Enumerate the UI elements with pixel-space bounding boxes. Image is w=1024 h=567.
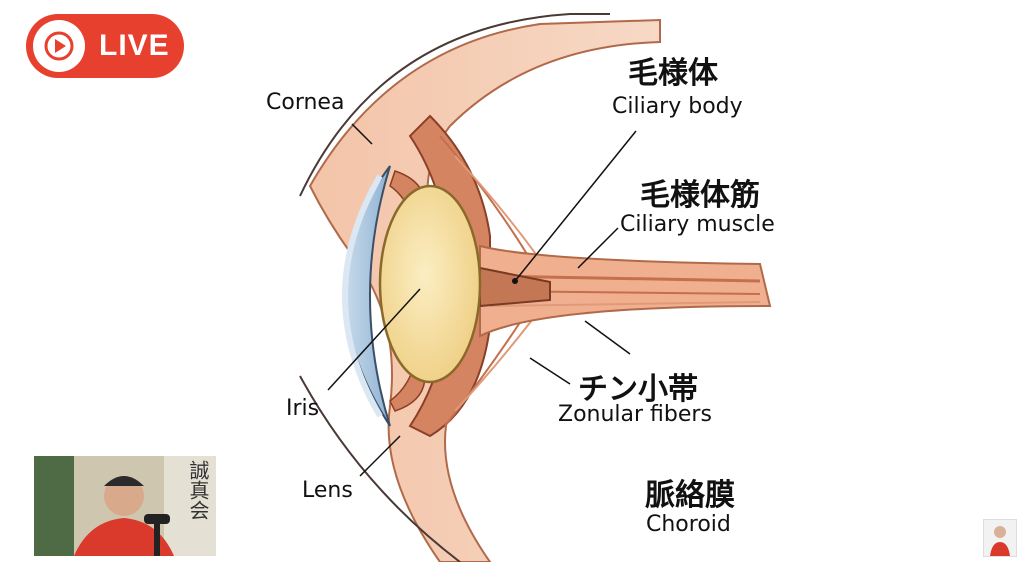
live-label: LIVE [99, 29, 170, 62]
label-iris: Iris [286, 396, 320, 421]
calligraphy-scroll: 誠真会 [186, 460, 210, 520]
label-choroid-en: Choroid [646, 512, 731, 537]
webcam-feed: 誠真会 [34, 456, 216, 556]
label-ciliary-muscle-en: Ciliary muscle [620, 212, 775, 237]
live-badge: LIVE [26, 14, 184, 78]
slide: Cornea Iris Lens 毛様体 Ciliary body 毛様体筋 C… [240, 6, 816, 562]
label-ciliary-body-en: Ciliary body [612, 94, 743, 119]
label-lens: Lens [302, 478, 353, 503]
webcam-scene [34, 456, 216, 556]
lens [378, 184, 482, 384]
eye-diagram [299, 13, 772, 562]
label-zonular-jp: チン小帯 [578, 372, 698, 407]
label-choroid-jp: 脈絡膜 [645, 478, 735, 513]
presenter-thumbnail [983, 519, 1017, 557]
label-ciliary-body-jp: 毛様体 [628, 56, 718, 91]
play-icon [33, 20, 85, 72]
choroid-extension [479, 244, 772, 338]
label-zonular-en: Zonular fibers [558, 402, 712, 427]
label-ciliary-muscle-jp: 毛様体筋 [640, 178, 760, 213]
label-cornea: Cornea [266, 90, 345, 115]
